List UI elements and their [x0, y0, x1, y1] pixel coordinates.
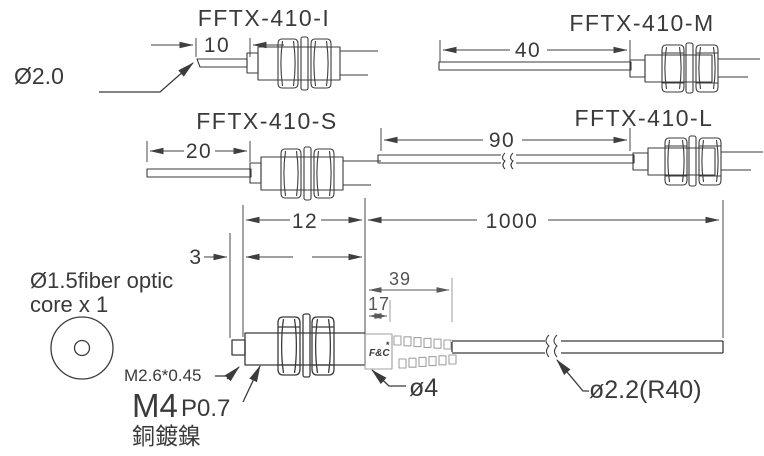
- boot-diameter-label: ø4: [409, 374, 438, 402]
- sensor-tip: [231, 339, 246, 356]
- variant-l-title: FFTX-410-L: [575, 105, 714, 131]
- tip-diameter-label: Ø2.0: [14, 63, 64, 89]
- hex-nut: [311, 316, 335, 376]
- fiber-core-note: Ø1.5fiber optic core x 1: [30, 268, 173, 380]
- main-view-drawing: 12 1000 3 39 17 F&C *: [124, 198, 724, 449]
- body-length-dim: 12: [292, 210, 318, 233]
- variant-i-title: FFTX-410-I: [198, 5, 331, 31]
- cable: [451, 340, 724, 354]
- dim-ticks: [380, 128, 631, 151]
- strain-relief-boot: [391, 335, 457, 369]
- dim-ticks: [439, 40, 631, 62]
- boot-length-dim: 39: [389, 269, 411, 289]
- variant-i-drawing: FFTX-410-I 10 Ø2.0: [14, 5, 379, 93]
- variant-s-drawing: FFTX-410-S 20: [146, 108, 382, 201]
- cable-break-symbol: [545, 334, 558, 358]
- cable-diameter-label: ø2.2(R40): [589, 376, 702, 404]
- variant-m-title: FFTX-410-M: [569, 10, 714, 36]
- extension-lines: [229, 198, 724, 338]
- fiber-tube: [438, 61, 632, 71]
- threaded-body: [244, 332, 366, 366]
- tip-thread-leader: [224, 366, 240, 382]
- hex-nut: [277, 316, 301, 376]
- thread-pitch-label: P0.7: [181, 395, 230, 422]
- thread-leader: [242, 365, 261, 403]
- fiber-tube: [377, 154, 635, 164]
- dim-ticks: [195, 38, 251, 57]
- variant-m-drawing: FFTX-410-M 40: [438, 10, 761, 94]
- cable-diameter-leader: [556, 359, 589, 392]
- extension-lines-secondary: [389, 278, 453, 322]
- fiber-tube: [196, 58, 248, 68]
- tip-diameter-leader: [99, 62, 194, 93]
- brand-logo: F&C: [369, 348, 390, 359]
- fiber-tube: [146, 168, 252, 178]
- variant-l-length: 90: [489, 129, 515, 152]
- brand-logo-mark: *: [386, 340, 390, 350]
- tube-break-symbol: [501, 152, 514, 170]
- boot-ribbed-dim: 17: [368, 294, 390, 314]
- washer: [302, 313, 311, 378]
- fiber-note-line1: Ø1.5fiber optic: [30, 268, 173, 293]
- fiber-note-line2: core x 1: [30, 292, 108, 317]
- tip-thread-label: M2.6*0.45: [124, 366, 202, 385]
- variant-s-title: FFTX-410-S: [196, 108, 338, 134]
- boot-diameter-leader: [371, 369, 406, 387]
- material-note: 銅鍍鎳: [132, 423, 201, 449]
- cable-length-dim: 1000: [486, 210, 539, 233]
- variant-s-length: 20: [186, 140, 212, 163]
- fiber-core-circle: [73, 339, 91, 357]
- thread-size-label: M4: [132, 387, 178, 424]
- variant-i-length: 10: [204, 34, 230, 57]
- variant-m-length: 40: [515, 39, 541, 62]
- fiber-outer-circle: [50, 316, 114, 380]
- dim-ticks: [146, 141, 251, 162]
- variant-l-drawing: FFTX-410-L 90: [377, 105, 764, 187]
- tip-length-dim: 3: [189, 246, 202, 269]
